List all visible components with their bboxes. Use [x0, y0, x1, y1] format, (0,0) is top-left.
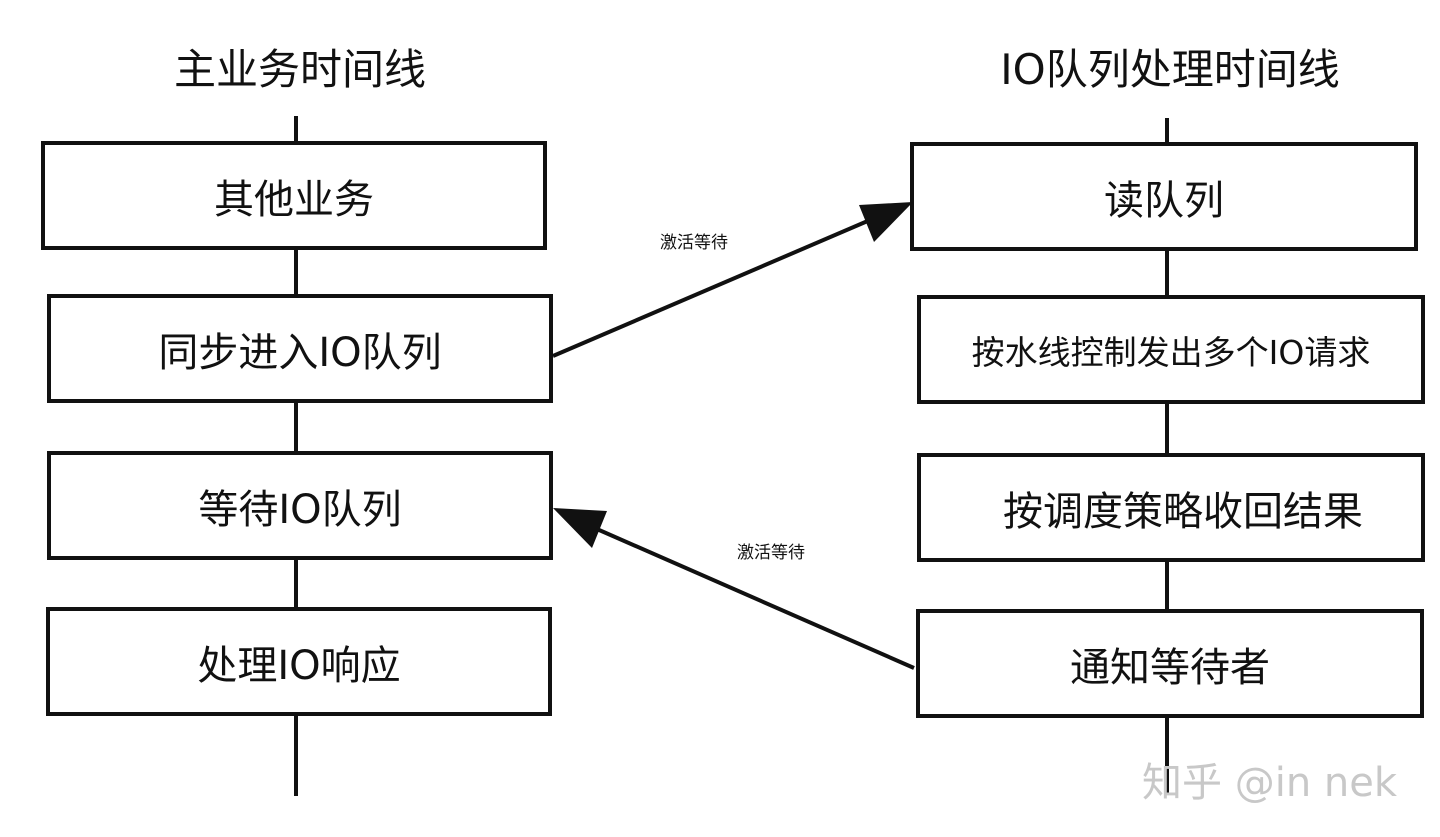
left-column-title: 主业务时间线	[173, 45, 426, 94]
step-label: 按水线控制发出多个IO请求	[971, 332, 1371, 372]
step-label: 按调度策略收回结果	[1003, 488, 1363, 535]
edge-label-activate-2: 激活等待	[737, 543, 805, 563]
step-handle-io-response: 处理IO响应	[46, 607, 552, 716]
step-label: 同步进入IO队列	[158, 329, 442, 376]
step-notify-waiters: 通知等待者	[916, 609, 1424, 718]
activate-arrowhead-1	[859, 202, 913, 242]
step-wait-io-queue: 等待IO队列	[47, 451, 553, 560]
activate-arrow-line-2	[589, 524, 915, 670]
activate-arrowhead-2	[553, 508, 607, 548]
step-label: 等待IO队列	[198, 486, 402, 533]
step-label: 其他业务	[214, 176, 374, 223]
right-column-title: IO队列处理时间线	[1000, 45, 1340, 94]
step-label: 读队列	[1104, 177, 1224, 224]
activate-arrow-line-1	[552, 215, 878, 358]
step-issue-io-requests: 按水线控制发出多个IO请求	[917, 295, 1425, 404]
step-collect-results: 按调度策略收回结果	[917, 453, 1425, 562]
step-enter-io-queue: 同步进入IO队列	[47, 294, 553, 403]
step-other-business: 其他业务	[41, 141, 547, 250]
step-read-queue: 读队列	[910, 142, 1418, 251]
watermark-text: 知乎 @in nek	[1142, 760, 1398, 806]
edge-label-activate-1: 激活等待	[660, 233, 728, 253]
step-label: 通知等待者	[1070, 644, 1270, 691]
step-label: 处理IO响应	[197, 642, 401, 689]
